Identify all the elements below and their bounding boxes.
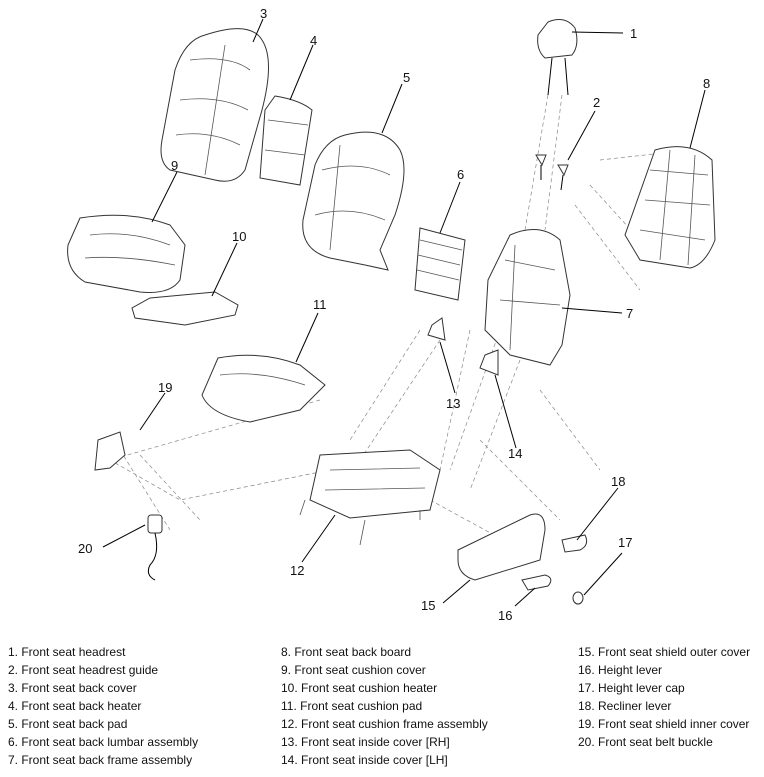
part-front-seat-headrest-guide bbox=[535, 154, 569, 191]
legend-column-1: 1. Front seat headrest 2. Front seat hea… bbox=[8, 643, 198, 769]
exploded-seat-diagram: 1 2 3 4 5 6 7 8 9 10 11 12 13 14 15 16 1… bbox=[67, 6, 716, 623]
callout-numbers: 1 2 3 4 5 6 7 8 9 10 11 12 13 14 15 16 1… bbox=[78, 6, 710, 623]
callout-18: 18 bbox=[611, 474, 625, 489]
legend-item: 4. Front seat back heater bbox=[8, 699, 142, 713]
callout-13: 13 bbox=[446, 396, 460, 411]
callout-9: 9 bbox=[171, 158, 178, 173]
part-height-lever-cap bbox=[572, 591, 584, 605]
callout-10: 10 bbox=[232, 229, 246, 244]
part-front-seat-shield-outer-cover bbox=[457, 513, 546, 581]
part-front-seat-back-heater bbox=[259, 95, 313, 186]
legend-item: 2. Front seat headrest guide bbox=[8, 663, 159, 677]
callout-11: 11 bbox=[313, 297, 327, 312]
callout-12: 12 bbox=[290, 563, 304, 578]
callout-8: 8 bbox=[703, 76, 710, 91]
callout-20: 20 bbox=[78, 541, 92, 556]
callout-17: 17 bbox=[618, 535, 632, 550]
legend-item: 3. Front seat back cover bbox=[8, 681, 137, 695]
legend-item: 12. Front seat cushion frame assembly bbox=[281, 717, 488, 731]
part-front-seat-back-cover bbox=[160, 28, 269, 182]
legend-column-3: 15. Front seat shield outer cover 16. He… bbox=[578, 643, 750, 751]
callout-leader-lines bbox=[102, 18, 706, 607]
part-front-seat-inside-cover-lh bbox=[479, 349, 499, 376]
callout-4: 4 bbox=[310, 33, 317, 48]
legend-item: 1. Front seat headrest bbox=[8, 645, 126, 659]
part-front-seat-cushion-frame-assembly bbox=[299, 449, 441, 546]
callout-1: 1 bbox=[630, 26, 637, 41]
legend-item: 15. Front seat shield outer cover bbox=[578, 645, 751, 659]
legend-item: 11. Front seat cushion pad bbox=[281, 699, 423, 713]
part-front-seat-shield-inner-cover bbox=[94, 431, 126, 471]
legend-item: 10. Front seat cushion heater bbox=[281, 681, 438, 695]
legend-item: 14. Front seat inside cover [LH] bbox=[281, 753, 448, 767]
legend-item: 17. Height lever cap bbox=[578, 681, 685, 695]
legend-item: 19. Front seat shield inner cover bbox=[578, 717, 750, 731]
assembly-guide-lines bbox=[109, 94, 691, 561]
part-front-seat-back-board bbox=[624, 146, 716, 269]
part-height-lever bbox=[521, 574, 552, 591]
legend-item: 18. Recliner lever bbox=[578, 699, 672, 713]
legend-item: 20. Front seat belt buckle bbox=[578, 735, 713, 749]
part-front-seat-headrest bbox=[537, 19, 578, 96]
callout-15: 15 bbox=[421, 598, 435, 613]
callout-16: 16 bbox=[498, 608, 512, 623]
callout-19: 19 bbox=[158, 380, 172, 395]
legend-column-2: 8. Front seat back board 9. Front seat c… bbox=[281, 643, 488, 769]
callout-5: 5 bbox=[403, 70, 410, 85]
callout-6: 6 bbox=[457, 167, 464, 182]
callout-3: 3 bbox=[260, 6, 267, 21]
part-front-seat-belt-buckle bbox=[147, 514, 163, 581]
legend-item: 13. Front seat inside cover [RH] bbox=[281, 735, 450, 749]
legend-item: 16. Height lever bbox=[578, 663, 663, 677]
callout-7: 7 bbox=[626, 306, 633, 321]
part-front-seat-inside-cover-rh bbox=[427, 317, 446, 341]
callout-14: 14 bbox=[508, 446, 522, 461]
callout-2: 2 bbox=[593, 95, 600, 110]
part-front-seat-back-frame-assembly bbox=[484, 229, 571, 366]
part-front-seat-cushion-cover bbox=[67, 214, 186, 293]
legend-item: 7. Front seat back frame assembly bbox=[8, 753, 193, 767]
parts-legend: 1. Front seat headrest 2. Front seat hea… bbox=[0, 643, 764, 777]
part-front-seat-back-lumbar-assembly bbox=[414, 227, 466, 301]
part-front-seat-cushion-pad bbox=[201, 354, 326, 423]
legend-item: 5. Front seat back pad bbox=[8, 717, 128, 731]
legend-item: 9. Front seat cushion cover bbox=[281, 663, 426, 677]
legend-item: 6. Front seat back lumbar assembly bbox=[8, 735, 199, 749]
part-recliner-lever bbox=[561, 534, 588, 553]
part-front-seat-cushion-heater bbox=[131, 291, 239, 326]
part-front-seat-back-pad bbox=[302, 131, 405, 271]
legend-item: 8. Front seat back board bbox=[281, 645, 412, 659]
